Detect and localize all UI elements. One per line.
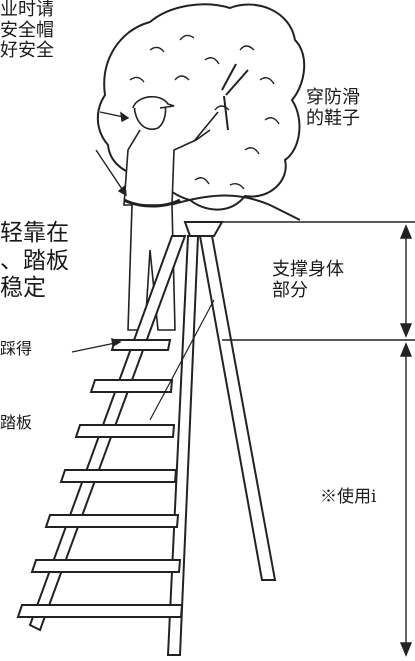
lean-line: 轻靠在	[0, 220, 69, 246]
top-left-line: 安全帽	[0, 19, 54, 41]
shoes-caption: 穿防滑 的鞋子	[306, 87, 360, 129]
dimension-lines	[215, 221, 415, 657]
usage-label: ※使用i	[320, 487, 377, 508]
top-left-line: 好安全	[0, 40, 54, 62]
lean-line: 稳定	[0, 275, 46, 302]
step-caption: 踩得	[0, 339, 33, 358]
support-line: 部分	[272, 279, 308, 301]
lean-caption: 轻靠在 、踏板 稳定	[0, 220, 69, 303]
support-caption: 支撑身体 部分	[272, 259, 344, 301]
pointer-arrows	[71, 111, 130, 353]
tread-label: 踏板	[0, 413, 33, 432]
tree-branch	[169, 194, 301, 221]
lean-line: 、踏板	[0, 247, 69, 274]
top-left-line: 业时请	[0, 0, 54, 20]
step-line: 踩得	[0, 339, 33, 358]
top-left-caption: 业时请 安全帽 好安全	[0, 0, 54, 62]
stepladder	[16, 221, 277, 656]
shoes-line: 穿防滑	[306, 87, 360, 108]
support-line: 支撑身体	[272, 259, 344, 280]
shoes-line: 的鞋子	[306, 107, 360, 129]
person-figure	[123, 63, 249, 331]
